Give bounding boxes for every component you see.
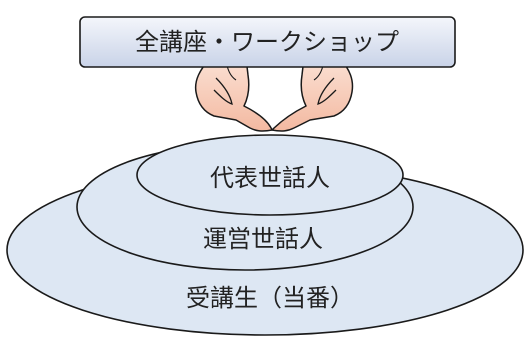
right-hand-thumb	[317, 77, 337, 105]
inner-ring-label: 代表世話人	[210, 164, 330, 192]
left-hand-thumb	[213, 77, 233, 105]
top-box-label: 全講座・ワークショップ	[135, 28, 399, 56]
outer-ring-label: 受講生（当番）	[186, 284, 354, 312]
top-box	[79, 16, 456, 68]
middle-ring-label: 運営世話人	[203, 225, 323, 253]
right-hand-icon	[271, 57, 354, 132]
supporting-hands-icon	[194, 57, 354, 132]
left-hand-icon	[194, 57, 273, 132]
inner-ellipse	[136, 134, 404, 216]
